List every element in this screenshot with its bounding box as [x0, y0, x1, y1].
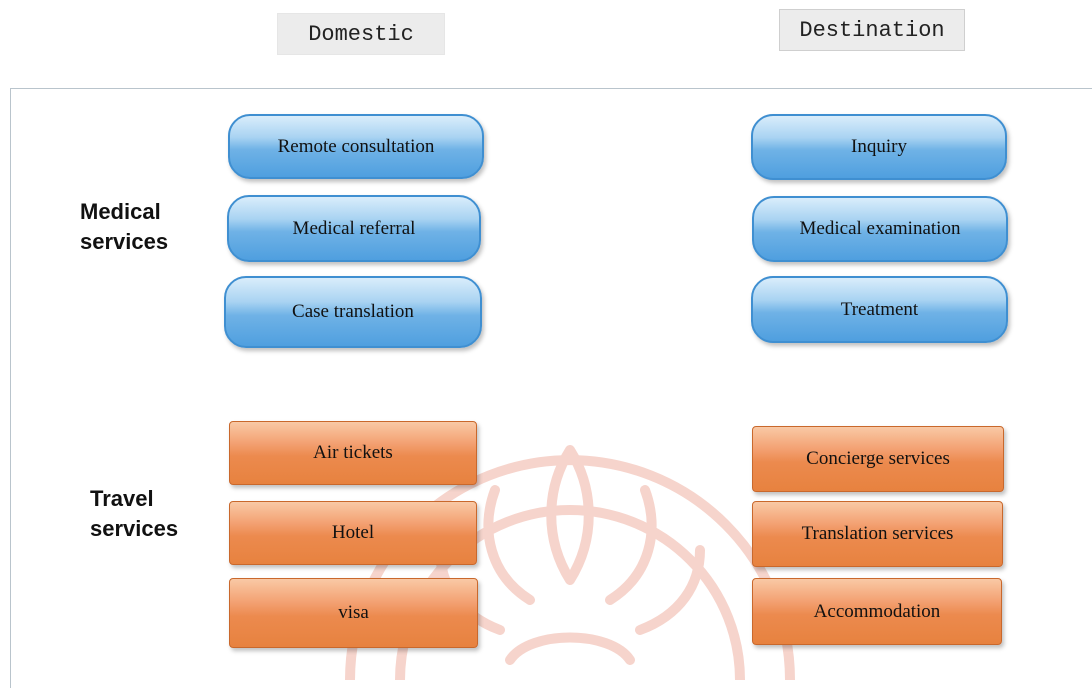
medical-services-label: Medical services — [80, 199, 169, 254]
air-tickets-box: Air tickets — [229, 421, 477, 485]
travel-services-label: Travel services — [90, 486, 179, 541]
domestic-column-header: Domestic — [277, 13, 445, 55]
visa-box: visa — [229, 578, 478, 648]
inquiry-box: Inquiry — [751, 114, 1007, 180]
treatment-box: Treatment — [751, 276, 1008, 343]
case-translation-box: Case translation — [224, 276, 482, 348]
medical-examination-box: Medical examination — [752, 196, 1008, 262]
remote-consultation-box: Remote consultation — [228, 114, 484, 179]
accommodation-box: Accommodation — [752, 578, 1002, 645]
destination-column-header: Destination — [779, 9, 965, 51]
medical-referral-box: Medical referral — [227, 195, 481, 262]
diagram-frame — [10, 88, 1092, 688]
hotel-box: Hotel — [229, 501, 477, 565]
concierge-services-box: Concierge services — [752, 426, 1004, 492]
translation-services-box: Translation services — [752, 501, 1003, 567]
